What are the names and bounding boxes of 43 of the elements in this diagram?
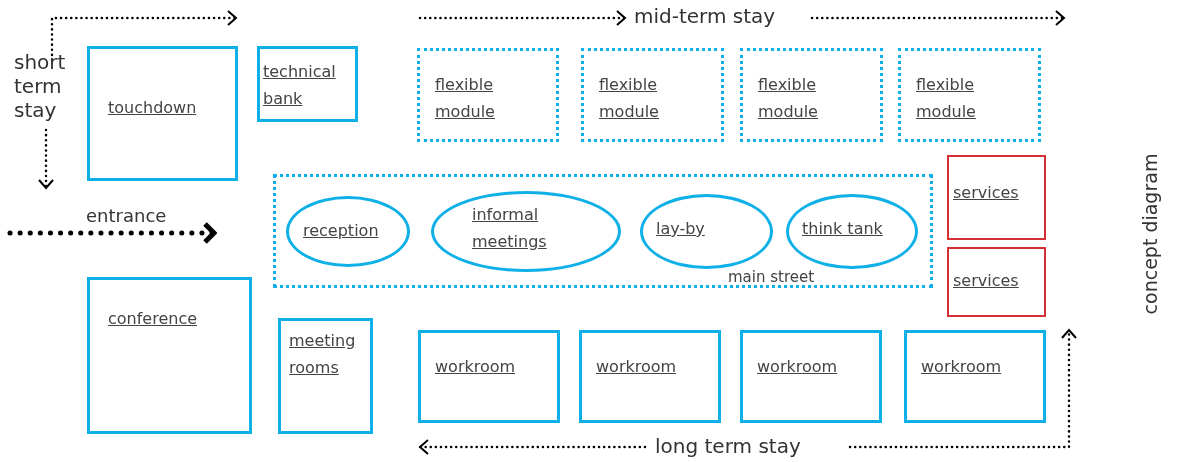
- room-label: touchdown: [108, 97, 198, 119]
- zone-box: [581, 48, 724, 142]
- room-box: [87, 277, 252, 434]
- room-label: workroom: [757, 356, 839, 378]
- room-box: [257, 46, 358, 122]
- stay-label: long term stay: [655, 434, 801, 458]
- area-ellipse: [431, 191, 621, 272]
- room-label: workroom: [596, 356, 678, 378]
- room-label: meeting rooms: [289, 330, 357, 379]
- zone-box: [740, 48, 883, 142]
- room-label: flexible module: [758, 74, 819, 123]
- area-ellipse: [286, 196, 410, 267]
- room-label: flexible module: [916, 74, 977, 123]
- room-label: lay-by: [656, 218, 706, 240]
- service-box: [947, 155, 1046, 240]
- room-box: [904, 330, 1046, 423]
- room-box: [418, 330, 560, 423]
- room-label: workroom: [921, 356, 1003, 378]
- room-box: [87, 46, 238, 181]
- diagram-title: concept diagram: [1138, 153, 1163, 315]
- entrance-label: entrance: [86, 204, 167, 228]
- room-label: reception: [303, 220, 380, 242]
- room-label: workroom: [435, 356, 517, 378]
- area-ellipse: [786, 194, 918, 269]
- room-label: main street: [728, 267, 815, 288]
- zone-box: [417, 48, 559, 142]
- room-box: [579, 330, 721, 423]
- stay-label: short term stay: [14, 50, 67, 122]
- room-box: [740, 330, 882, 423]
- service-box: [947, 247, 1046, 317]
- zone-box: [898, 48, 1041, 142]
- room-label: conference: [108, 308, 199, 330]
- room-box: [278, 318, 373, 434]
- area-ellipse: [640, 194, 773, 269]
- stay-label: mid-term stay: [634, 4, 776, 28]
- room-label: flexible module: [435, 74, 496, 123]
- room-label: flexible module: [599, 74, 660, 123]
- room-label: services: [953, 182, 1020, 204]
- room-label: think tank: [802, 218, 884, 240]
- room-label: services: [953, 270, 1020, 292]
- room-label: technical bank: [263, 61, 337, 110]
- zone-box: [273, 174, 933, 288]
- room-label: informal meetings: [472, 204, 548, 253]
